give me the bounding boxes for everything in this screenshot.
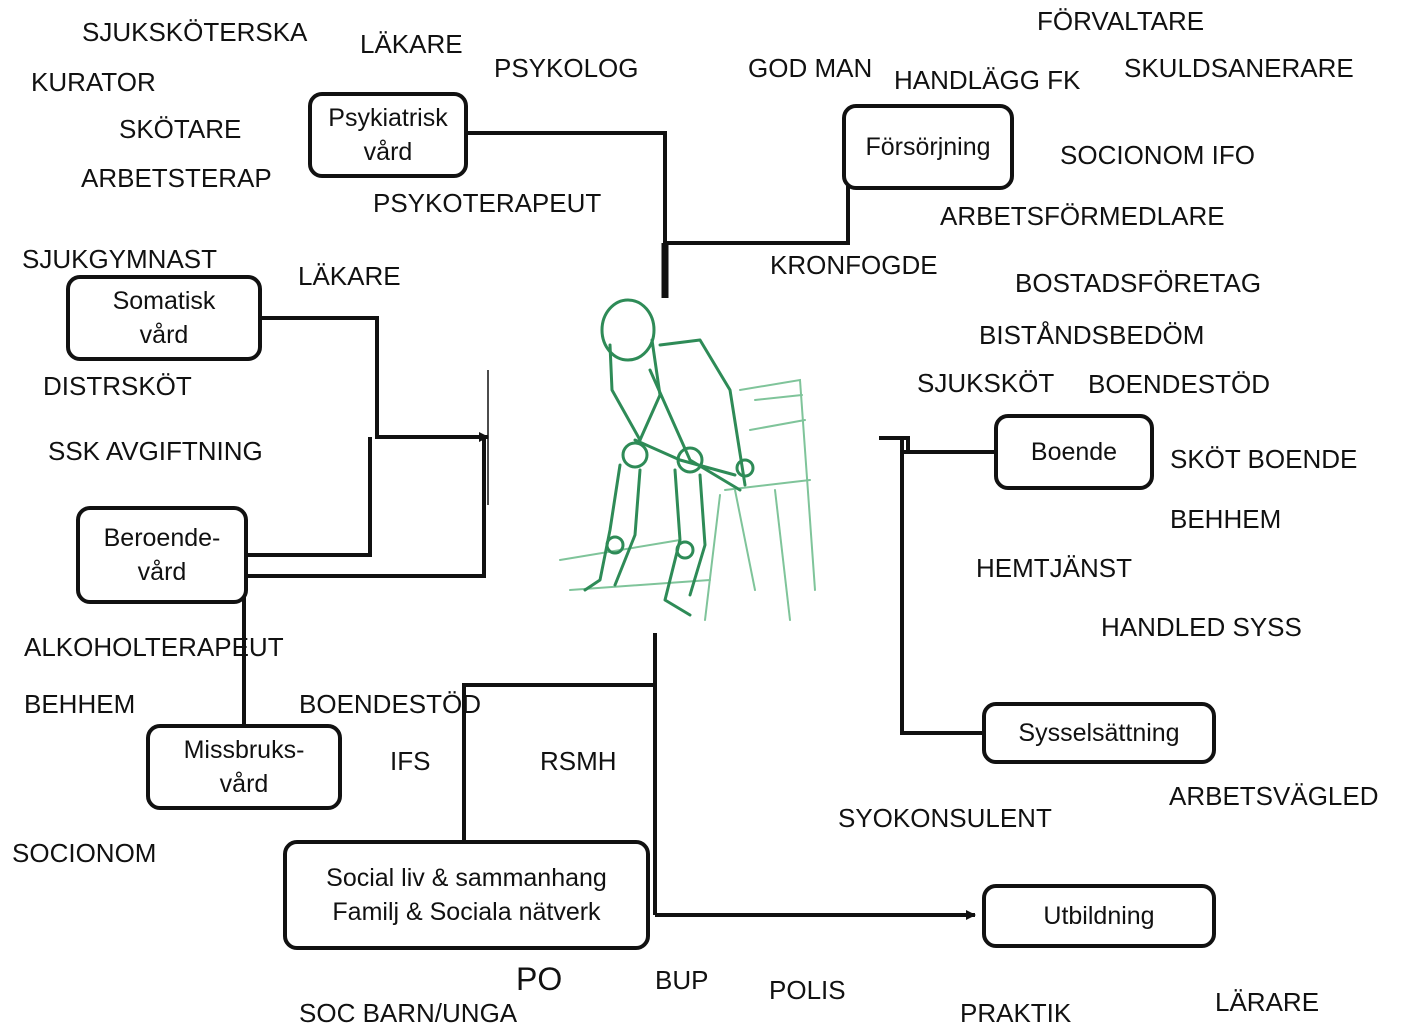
role-psykoterapeut: PSYKOTERAPEUT <box>373 188 602 218</box>
line-social <box>462 683 655 840</box>
role-larare: LÄRARE <box>1215 987 1320 1017</box>
role-kronfogde: KRONFOGDE <box>770 250 938 280</box>
box-boende: Boende <box>994 414 1154 490</box>
box-social-liv: Social liv & sammanhang Familj & Sociala… <box>283 840 650 950</box>
role-rsmh: RSMH <box>540 746 617 776</box>
line-somatisk <box>262 316 489 442</box>
role-lakare-top: LÄKARE <box>360 29 463 59</box>
role-bistandsbedom: BISTÅNDSBEDÖM <box>979 320 1205 350</box>
box-somatisk-vard: Somatisk vård <box>66 275 262 361</box>
box-sysselsattning: Sysselsättning <box>982 702 1216 764</box>
role-behhem-left: BEHHEM <box>24 689 136 719</box>
role-bostadsforetag: BOSTADSFÖRETAG <box>1015 268 1262 298</box>
role-sjukgymnast: SJUKGYMNAST <box>22 244 218 274</box>
role-handled-syss: HANDLED SYSS <box>1101 612 1302 642</box>
role-sjukskoterska: SJUKSKÖTERSKA <box>82 17 308 47</box>
role-god-man: GOD MAN <box>748 53 873 83</box>
seated-person-icon <box>559 298 816 621</box>
box-utbildning: Utbildning <box>982 884 1216 948</box>
role-distrskot: DISTRSKÖT <box>43 371 192 401</box>
role-lakare-mid: LÄKARE <box>298 261 401 291</box>
role-alkoholterapeut: ALKOHOLTERAPEUT <box>24 632 284 662</box>
role-arbetsvagled: ARBETSVÄGLED <box>1169 781 1379 811</box>
role-praktik: PRAKTIK <box>960 998 1072 1028</box>
line-right-stub <box>879 436 910 452</box>
role-sjukskot: SJUKSKÖT <box>917 368 1055 398</box>
role-po: PO <box>516 961 563 997</box>
role-syokonsulent: SYOKONSULENT <box>838 803 1052 833</box>
role-kurator: KURATOR <box>31 67 156 97</box>
role-forvaltare: FÖRVALTARE <box>1037 6 1205 36</box>
role-hemtjanst: HEMTJÄNST <box>976 553 1132 583</box>
box-beroendevard: Beroende- vård <box>76 506 248 604</box>
role-soc-barn-unga: SOC BARN/UNGA <box>299 998 518 1028</box>
role-psykolog: PSYKOLOG <box>494 53 639 83</box>
role-boendestod-left: BOENDESTÖD <box>299 689 482 719</box>
line-beroende-b <box>248 437 486 578</box>
role-arbetsterap: ARBETSTERAP <box>81 163 272 193</box>
role-handlagg-fk: HANDLÄGG FK <box>894 65 1081 95</box>
role-socionom: SOCIONOM <box>12 838 157 868</box>
line-sysselsattning <box>900 440 982 735</box>
role-ssk-avgiftning: SSK AVGIFTNING <box>48 436 263 466</box>
role-socionom-ifo: SOCIONOM IFO <box>1060 140 1255 170</box>
box-missbruksvard: Missbruks- vård <box>146 724 342 810</box>
role-skotare: SKÖTARE <box>119 114 242 144</box>
box-forsorjning: Försörjning <box>842 104 1014 190</box>
box-psykiatrisk-vard: Psykiatrisk vård <box>308 92 468 178</box>
line-beroende-a <box>248 437 372 557</box>
role-behhem-right: BEHHEM <box>1170 504 1282 534</box>
role-polis: POLIS <box>769 975 846 1005</box>
role-arbetsformedlare: ARBETSFÖRMEDLARE <box>940 201 1225 231</box>
role-boendestod-right: BOENDESTÖD <box>1088 369 1271 399</box>
role-ifs: IFS <box>390 746 431 776</box>
role-bup: BUP <box>655 965 709 995</box>
role-skot-boende: SKÖT BOENDE <box>1170 444 1358 474</box>
role-skuldsanerare: SKULDSANERARE <box>1124 53 1354 83</box>
